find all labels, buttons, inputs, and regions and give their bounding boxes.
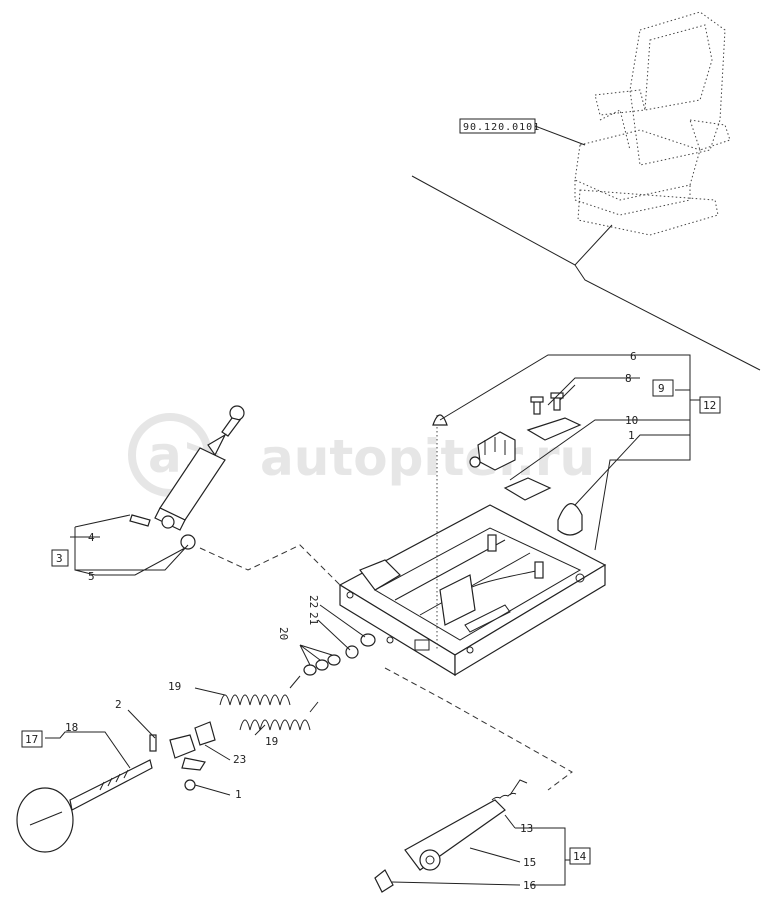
- callout-box-12: [699, 396, 721, 414]
- release-handle: [374, 779, 528, 893]
- callout-6: 6: [630, 350, 637, 363]
- callout-2: 2: [115, 698, 122, 711]
- dash-link-shock: [199, 544, 341, 586]
- adjuster-mechanism: [149, 721, 216, 791]
- callout-1-bottom: 1: [235, 788, 242, 801]
- section-divider: [411, 175, 613, 266]
- watermark-text: autopiter.ru: [260, 429, 595, 487]
- knob-assembly: [16, 759, 153, 853]
- callout-box-14: [569, 847, 591, 865]
- callout-15: 15: [523, 856, 536, 869]
- callout-5: 5: [88, 570, 95, 583]
- callout-19-upper: 19: [168, 680, 181, 693]
- springs: [219, 675, 319, 731]
- reference-box: 90.120.0101: [459, 118, 586, 146]
- callout-labels: 6 8 9 12 10 1 4 3 5 22 21 20 19 19 2 23 …: [25, 350, 716, 892]
- dash-link-handle: [384, 667, 573, 791]
- callout-12: 12: [703, 399, 716, 412]
- leader-lines: [45, 354, 700, 886]
- callout-10: 10: [625, 414, 638, 427]
- callout-14: 14: [573, 850, 587, 863]
- callout-4: 4: [88, 531, 95, 544]
- callout-22: 22: [307, 595, 320, 608]
- section-divider-right: [574, 264, 761, 371]
- callout-16: 16: [523, 879, 536, 892]
- callout-19-lower: 19: [265, 735, 278, 748]
- watermark: a> autopiter.ru: [128, 413, 595, 497]
- callout-3: 3: [56, 552, 63, 565]
- part-switch-block: [469, 431, 516, 471]
- callout-20: 20: [277, 627, 290, 640]
- callout-9: 9: [658, 382, 665, 395]
- reference-label: 90.120.0101: [463, 122, 540, 133]
- callout-18: 18: [65, 721, 78, 734]
- callout-box-9: [652, 379, 674, 397]
- callout-1-top: 1: [628, 429, 635, 442]
- callout-box-17: [21, 730, 43, 748]
- callout-21: 21: [307, 612, 320, 625]
- seat-illustration: [574, 11, 731, 236]
- callout-8: 8: [625, 372, 632, 385]
- seat-base-frame: [338, 415, 607, 677]
- callout-13: 13: [520, 822, 533, 835]
- part-10-pad: [503, 477, 552, 501]
- part-1-bumper: [557, 503, 583, 536]
- callout-boxes: [21, 379, 721, 865]
- callout-17: 17: [25, 733, 38, 746]
- callout-box-3: [51, 549, 69, 567]
- callout-23: 23: [233, 753, 246, 766]
- shock-absorber: [129, 405, 245, 550]
